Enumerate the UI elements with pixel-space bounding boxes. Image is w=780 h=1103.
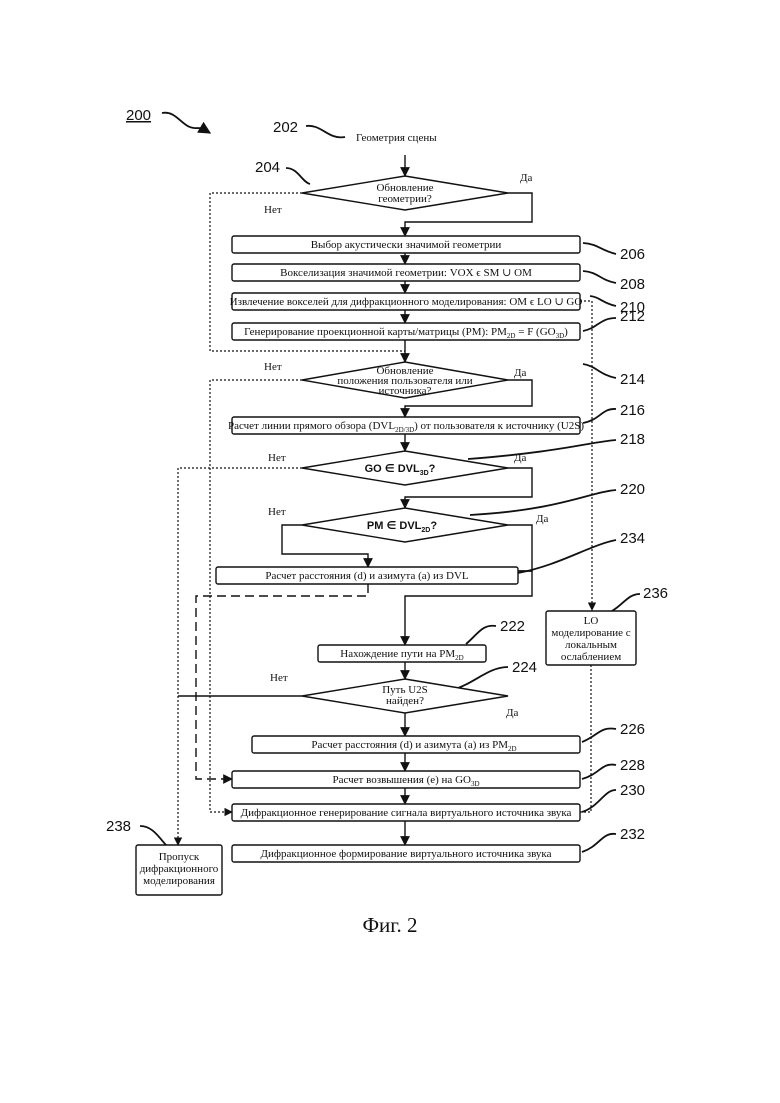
decision-204-no: Нет (264, 204, 282, 216)
ref-206: 206 (620, 246, 645, 263)
ref-238-callout (140, 826, 166, 845)
box-236-line2: моделирование с (551, 627, 630, 639)
decision-204-yes: Да (520, 172, 533, 184)
box-206-text: Выбор акустически значимой геометрии (311, 239, 502, 251)
ref-206-callout (583, 243, 616, 254)
ref-216-callout (583, 409, 616, 423)
start-label: Геометрия сцены (356, 132, 437, 144)
ref-208: 208 (620, 276, 645, 293)
ref-210-callout (590, 296, 616, 306)
ref-232-callout (582, 834, 616, 852)
box-228-text: Расчет возвышения (e) на GO3D (332, 774, 479, 788)
box-238-line3: моделирования (143, 875, 215, 887)
ref-224: 224 (512, 659, 537, 676)
box-236-line3: локальным (565, 639, 617, 651)
ref-216: 216 (620, 402, 645, 419)
ref-212: 212 (620, 308, 645, 325)
ref-236-callout (612, 594, 640, 611)
figure-caption: Фиг. 2 (362, 913, 417, 937)
ref-236: 236 (643, 585, 668, 602)
ref-218-callout (468, 440, 616, 459)
ref-220: 220 (620, 481, 645, 498)
ref-218: 218 (620, 431, 645, 448)
decision-214-no: Нет (264, 361, 282, 373)
ref-234: 234 (620, 530, 645, 547)
decision-214-line3: источника? (379, 385, 432, 397)
box-230-text: Дифракционное генерирование сигнала вирт… (241, 807, 572, 819)
ref-214: 214 (620, 371, 645, 388)
box-238-line2: дифракционного (140, 863, 219, 875)
ref-238: 238 (106, 818, 131, 835)
ref-202: 202 (273, 119, 298, 136)
ref-212-callout (583, 318, 616, 331)
ref-202-callout (306, 126, 345, 138)
box-226-text: Расчет расстояния (d) и азимута (a) из P… (311, 739, 516, 753)
ref-226: 226 (620, 721, 645, 738)
decision-224-yes: Да (506, 707, 519, 719)
ref-228-callout (582, 765, 616, 779)
ref-214-callout (583, 364, 616, 378)
ref-228: 228 (620, 757, 645, 774)
decision-220-no: Нет (268, 506, 286, 518)
box-210-text: Извлечение вокселей для дифракционного м… (230, 296, 583, 308)
ref-200-arrow (162, 113, 210, 133)
box-236-line4: ослаблением (561, 651, 621, 663)
box-212-text: Генерирование проекционной карты/матрицы… (244, 326, 568, 340)
box-234-text: Расчет расстояния (d) и азимута (a) из D… (265, 570, 469, 582)
box-232-text: Дифракционное формирование виртуального … (260, 848, 551, 860)
ref-204: 204 (255, 159, 280, 176)
decision-218-yes: Да (514, 452, 527, 464)
ref-204-callout (286, 168, 310, 184)
decision-220-yes: Да (536, 513, 549, 525)
box-208-text: Вокселизация значимой геометрии: VOX ϵ S… (280, 267, 532, 279)
ref-208-callout (583, 271, 616, 283)
decision-224-line2: найден? (386, 695, 424, 707)
ref-226-callout (582, 728, 616, 742)
arrow-210-to-236 (580, 301, 592, 610)
decision-218-no: Нет (268, 452, 286, 464)
ref-232: 232 (620, 826, 645, 843)
decision-214-yes: Да (514, 367, 527, 379)
ref-220-callout (470, 490, 616, 515)
ref-230-callout (582, 790, 616, 812)
decision-224-no: Нет (270, 672, 288, 684)
ref-224-callout (452, 667, 508, 690)
box-222-text: Нахождение пути на PM2D (340, 648, 463, 662)
ref-230: 230 (620, 782, 645, 799)
ref-200: 200 (126, 107, 151, 124)
ref-222-callout (466, 626, 496, 644)
box-238-line1: Пропуск (159, 851, 200, 863)
ref-222: 222 (500, 618, 525, 635)
box-236-line1: LO (584, 615, 599, 627)
arrow-220-yes (508, 525, 532, 571)
decision-204-line2: геометрии? (378, 193, 432, 205)
